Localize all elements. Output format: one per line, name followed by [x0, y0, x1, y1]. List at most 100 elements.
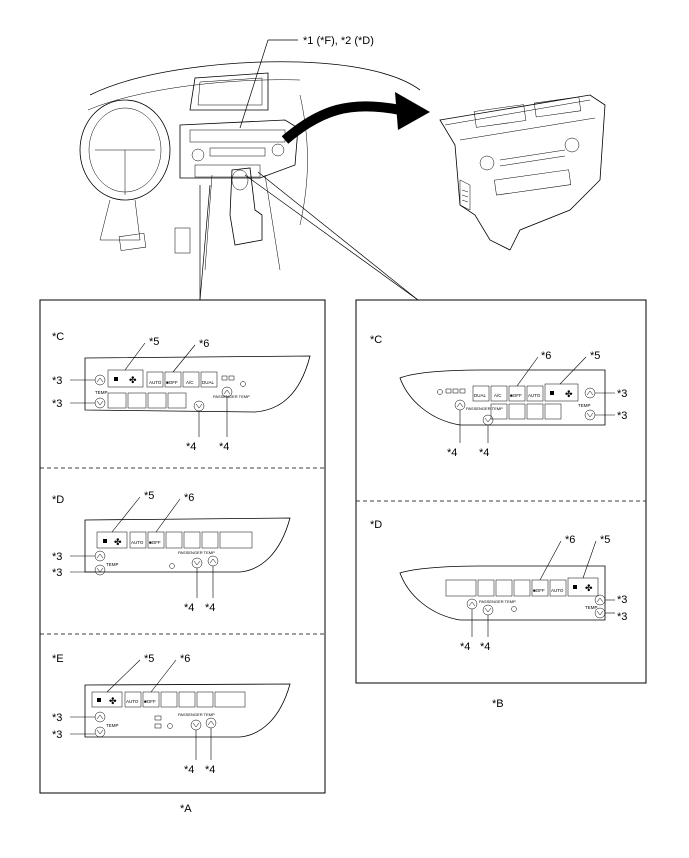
passenger-temp-up-button[interactable]: [207, 555, 219, 567]
section-tag: *C: [52, 331, 64, 343]
fan-icon: ✤: [114, 537, 122, 547]
control-panel-outline: [399, 369, 606, 426]
front-defog-button[interactable]: [160, 691, 178, 708]
temp-down-button[interactable]: [584, 409, 596, 421]
temp-up-button[interactable]: [94, 374, 106, 386]
fan-low-icon: [573, 585, 577, 589]
passenger-temp-down-button[interactable]: [193, 400, 205, 412]
callout-5: *5: [600, 534, 610, 546]
ac-label: A/C: [494, 393, 502, 398]
fan-button[interactable]: [107, 369, 144, 388]
panel-b-caption: *B: [492, 698, 504, 710]
dual-button[interactable]: [472, 385, 490, 402]
auto-button[interactable]: [549, 579, 567, 597]
dual-label: DUAL: [202, 380, 215, 385]
passenger-temp-down-button[interactable]: [482, 414, 494, 426]
control-panel-outline: [84, 355, 311, 413]
auto-button[interactable]: [526, 385, 544, 402]
front-defog-button[interactable]: [495, 579, 513, 597]
callout-leader: [150, 659, 177, 693]
rear-defog-button[interactable]: [178, 691, 196, 708]
callout-4-left: *4: [184, 764, 194, 776]
dual-button[interactable]: [200, 371, 218, 388]
callout-leader: [172, 344, 196, 373]
mode-button[interactable]: [107, 392, 127, 409]
recirculation-button[interactable]: [167, 392, 187, 409]
temp-up-button[interactable]: [94, 550, 106, 562]
temp-up-button[interactable]: [584, 387, 596, 399]
callout-4-right: *4: [205, 764, 215, 776]
callout-4-right: *4: [480, 641, 490, 653]
indicator-icon: [459, 388, 466, 394]
callout-3-up: *3: [617, 594, 627, 606]
ac-button[interactable]: [182, 371, 200, 388]
temp-label: TEMP: [95, 390, 108, 395]
callout-4-right: *4: [219, 441, 229, 453]
recirculation-button[interactable]: [214, 691, 246, 708]
chevron-up-icon: [96, 714, 104, 720]
callout-5: *5: [144, 490, 154, 502]
callout-3-up: *3: [52, 712, 62, 724]
chevron-down-icon: [96, 567, 104, 573]
temp-up-button[interactable]: [94, 711, 106, 723]
panel-a-section-d: *D ✤ AUTO ■OFF TEMP PASSENGER TEMP *5 *6…: [52, 490, 291, 614]
callout-4-left: *4: [184, 602, 194, 614]
mode-button[interactable]: [196, 691, 214, 708]
fan-button[interactable]: [91, 691, 123, 708]
passenger-temp-label: PASSENGER TEMP: [178, 712, 215, 717]
ac-button[interactable]: [490, 385, 508, 402]
passenger-temp-up-button[interactable]: [205, 717, 217, 729]
indicator-icon: [154, 723, 162, 729]
indicator-icon: [240, 381, 246, 387]
passenger-temp-up-button[interactable]: [454, 399, 466, 411]
fan-button[interactable]: [567, 577, 599, 597]
callout-4-left: *4: [460, 641, 470, 653]
temp-down-button[interactable]: [94, 564, 106, 576]
off-label: ■OFF: [533, 588, 545, 593]
mode-button[interactable]: [477, 579, 495, 597]
front-defog-button[interactable]: [127, 392, 147, 409]
temp-up-button[interactable]: [594, 594, 606, 606]
fan-button[interactable]: [96, 531, 128, 549]
indicator-icon: [228, 375, 235, 381]
rear-defog-button[interactable]: [513, 579, 531, 597]
callout-4-left: *4: [186, 441, 196, 453]
callout-leader: [559, 356, 587, 385]
recirculation-button[interactable]: [445, 579, 477, 597]
fan-icon: ✤: [585, 583, 593, 593]
callout-leader: [582, 540, 597, 579]
auto-label: AUTO: [551, 588, 564, 593]
chevron-down-icon: [484, 417, 492, 423]
indicator-icon: [154, 715, 162, 721]
auto-button[interactable]: [124, 691, 142, 708]
temp-down-button[interactable]: [94, 726, 106, 738]
chevron-down-icon: [195, 403, 203, 409]
callout-3-up: *3: [52, 551, 62, 563]
mode-button[interactable]: [201, 531, 219, 549]
auto-label: AUTO: [149, 380, 162, 385]
chevron-up-icon: [207, 720, 215, 726]
front-defog-button[interactable]: [165, 531, 183, 549]
passenger-temp-down-button[interactable]: [190, 719, 202, 731]
recirculation-button[interactable]: [490, 403, 508, 420]
chevron-down-icon: [193, 560, 201, 566]
indicator-icon: [437, 389, 443, 395]
temp-label: TEMP: [578, 403, 591, 408]
passenger-temp-down-button[interactable]: [482, 604, 494, 616]
recirculation-button[interactable]: [219, 531, 253, 549]
rear-defog-button[interactable]: [508, 403, 526, 420]
passenger-temp-up-button[interactable]: [466, 598, 478, 610]
rear-defog-button[interactable]: [183, 531, 201, 549]
rear-defog-button[interactable]: [147, 392, 167, 409]
auto-button[interactable]: [146, 371, 164, 388]
fan-button[interactable]: [544, 383, 579, 402]
auto-label: AUTO: [131, 540, 144, 545]
front-defog-button[interactable]: [526, 403, 544, 420]
mode-button[interactable]: [544, 403, 562, 420]
control-panel-outline: [399, 565, 606, 621]
auto-button[interactable]: [129, 531, 147, 549]
ac-label: A/C: [186, 380, 194, 385]
passenger-temp-down-button[interactable]: [191, 557, 203, 569]
chevron-down-icon: [96, 729, 104, 735]
temp-down-button[interactable]: [94, 397, 106, 409]
